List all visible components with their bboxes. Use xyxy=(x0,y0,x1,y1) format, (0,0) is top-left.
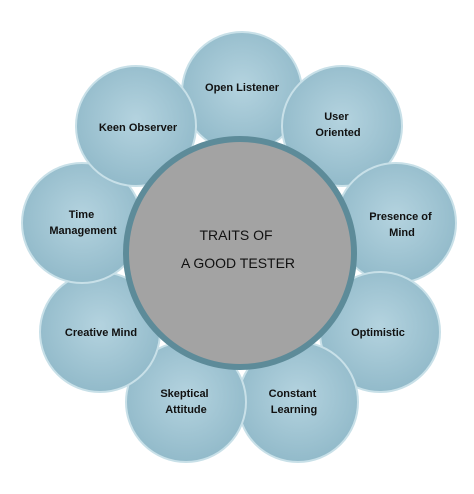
trait-label-line1: Presence of xyxy=(369,211,432,223)
trait-node-creative-mind: Creative Mind xyxy=(39,271,161,393)
trait-label-line1: Optimistic xyxy=(351,327,405,339)
svg-text:Creative Mind: Creative Mind xyxy=(65,327,137,339)
svg-text:Open Listener: Open Listener xyxy=(205,82,280,94)
trait-label-line1: User xyxy=(324,111,349,123)
center-node: TRAITS OF A GOOD TESTER xyxy=(123,136,357,370)
trait-label-line2: Mind xyxy=(389,227,415,239)
center-title-line1: TRAITS OF xyxy=(199,227,272,243)
trait-label-line1: Keen Observer xyxy=(99,122,178,134)
center-title-line2: A GOOD TESTER xyxy=(181,255,295,271)
trait-node-optimistic: Optimistic xyxy=(319,271,441,393)
svg-text:Keen Observer: Keen Observer xyxy=(99,122,178,134)
svg-text:Optimistic: Optimistic xyxy=(351,327,405,339)
trait-label-line2: Attitude xyxy=(165,404,207,416)
trait-node-user-oriented: User Oriented xyxy=(281,65,403,187)
trait-label-line1: Constant xyxy=(269,388,317,400)
trait-label-line1: Open Listener xyxy=(205,82,280,94)
trait-label-line1: Creative Mind xyxy=(65,327,137,339)
center-title: TRAITS OF A GOOD TESTER xyxy=(181,227,295,271)
svg-text:Skeptical Attitude: Skeptical Attitude xyxy=(160,388,211,416)
trait-node-skeptical-attitude: Skeptical Attitude xyxy=(125,341,247,463)
svg-text:Constant Learning: Constant Learning xyxy=(269,388,320,416)
svg-text:User Oriented: User Oriented xyxy=(315,111,360,139)
trait-bubble xyxy=(281,65,403,187)
trait-label-line1: Skeptical xyxy=(160,388,208,400)
trait-label-line2: Management xyxy=(49,225,117,237)
trait-bubbles: Open Listener User Oriented Presence of … xyxy=(21,31,457,463)
center-circle xyxy=(123,136,357,370)
trait-bubble xyxy=(75,65,197,187)
trait-label-line2: Oriented xyxy=(315,127,360,139)
trait-label-line1: Time xyxy=(69,209,94,221)
trait-node-time-management: Time Management xyxy=(21,162,143,284)
svg-text:Presence of Mind: Presence of Mind xyxy=(369,211,434,239)
svg-text:Time Management: Time Management xyxy=(49,209,117,237)
trait-node-keen-observer: Keen Observer xyxy=(75,65,197,187)
trait-label-line2: Learning xyxy=(271,404,317,416)
